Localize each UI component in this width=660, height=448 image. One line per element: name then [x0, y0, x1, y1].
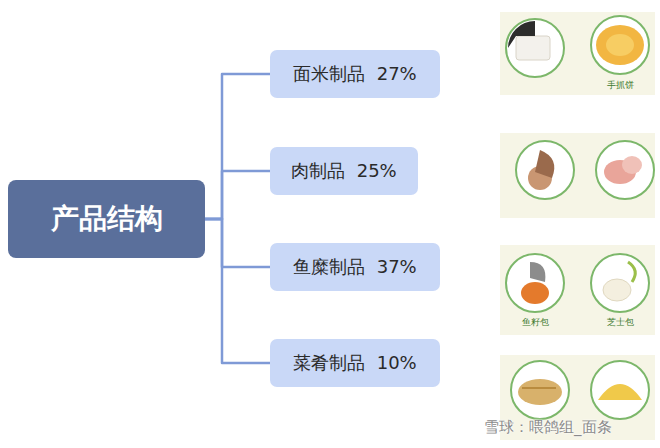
panel-meat: [500, 133, 655, 218]
bracket-connector: [205, 219, 270, 363]
product-name: 手抓饼: [607, 79, 634, 92]
category-box: 肉制品 25%: [270, 147, 418, 195]
node-text: 鱼糜制品 37%: [293, 255, 416, 279]
category-box: 面米制品 27%: [270, 50, 440, 98]
panel-noodle: [500, 12, 655, 95]
bracket-connector: [205, 219, 270, 267]
panel-surimi: [500, 245, 655, 335]
bracket-connector: [205, 74, 270, 219]
product-name: 鱼籽包: [522, 316, 549, 329]
root-box: 产品结构: [8, 180, 205, 258]
node-text: 肉制品 25%: [291, 159, 396, 183]
node-text: 菜肴制品 10%: [293, 351, 416, 375]
watermark: 雪球：喂鸽组_面条: [484, 418, 612, 437]
category-box: 鱼糜制品 37%: [270, 243, 440, 291]
product-name: 芝士包: [607, 316, 634, 329]
category-box: 菜肴制品 10%: [270, 339, 440, 387]
node-text: 面米制品 27%: [293, 62, 416, 86]
node-text: 产品结构: [51, 200, 163, 238]
bracket-connector: [205, 171, 270, 219]
